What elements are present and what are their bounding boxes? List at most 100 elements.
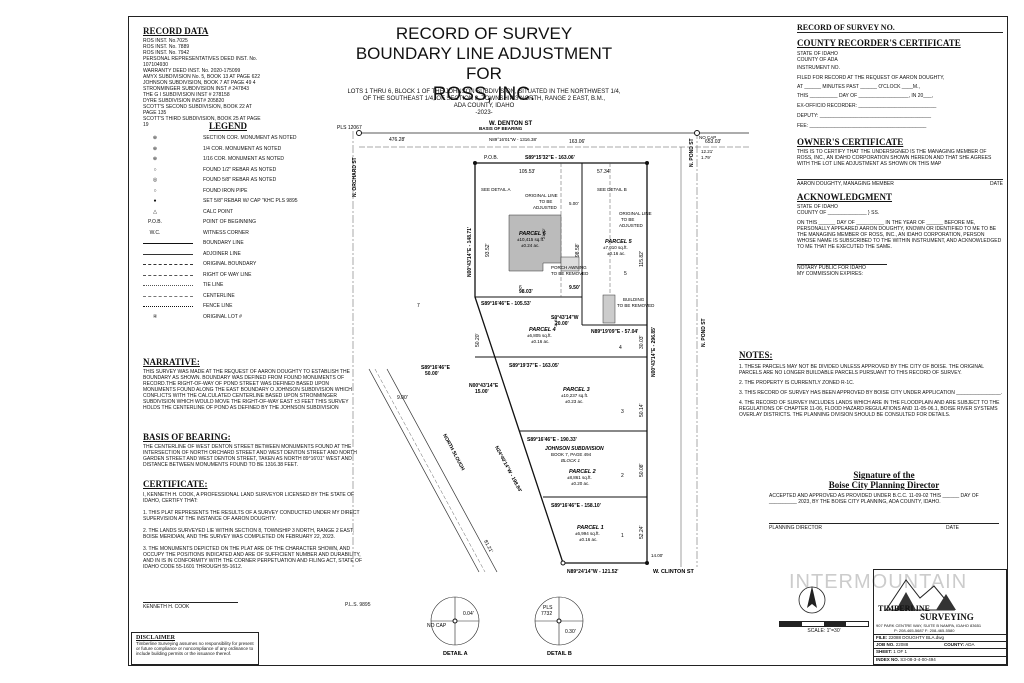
lot-7: 7: [417, 303, 420, 309]
porch-awning: [560, 256, 580, 272]
narrative-heading: NARRATIVE:: [143, 357, 200, 367]
ne-monument: [645, 161, 649, 165]
timberline-logo: [885, 579, 956, 611]
job-label: JOB NO.: [876, 642, 895, 647]
record-data-item: SCOTT'S THIRD SUBDIVISION, BOOK 25 AT PA…: [143, 116, 261, 128]
company-name-2: SURVEYING: [920, 612, 974, 622]
sheet-row: SHEET: 1 OF 1: [874, 648, 1006, 654]
details-drawing: NO CAP 0.04' DETAIL A PLS 7732 0.30' DET…: [427, 596, 584, 657]
adjusted-label: ADJUSTED: [533, 205, 558, 210]
parcel2-top-bearing: S89°16'46"E - 190.33': [527, 437, 577, 443]
legend-label: TIE LINE: [203, 282, 224, 288]
clinton-street-label: W. CLINTON ST: [653, 569, 694, 575]
certificate-intro: I, KENNETH H. COOK, A PROFESSIONAL LAND …: [143, 492, 355, 504]
top-bearing: S89°15'32"E - 163.06': [525, 155, 575, 161]
legend-symbol: ○: [153, 187, 157, 194]
legend-label: 1/16 COR. MONUMENT AS NOTED: [203, 156, 285, 162]
parcel1-area: ±6,994 sq.ft.: [575, 531, 600, 536]
west-bearing: N00°43'14"E - 148.71': [467, 227, 473, 277]
index-row: INDEX NO. S3-08-3-4-00-494: [874, 656, 1006, 662]
company-phone: P: 208-465-5687 F: 208-465-5580: [894, 628, 955, 633]
d900: 9.00': [397, 395, 408, 401]
legend-row: △CALC POINT: [143, 209, 343, 216]
d5224: 52.24': [639, 525, 645, 539]
record-data-item: DYRE SUBDIVISION INST# 205820: [143, 98, 225, 104]
title-line-2: BOUNDARY LINE ADJUSTMENT FOR: [355, 44, 613, 83]
subtitle-line-3: ADA COUNTY, IDAHO: [453, 103, 515, 109]
legend-label: FOUND IRON PIPE: [203, 187, 248, 194]
basis-block: BASIS OF BEARING: THE CENTERLINE OF WEST…: [143, 432, 363, 468]
narrative-block: NARRATIVE: THIS SURVEY WAS MADE AT THE R…: [143, 357, 363, 411]
legend-symbol: ⊕: [152, 135, 158, 141]
detail-a-monument: [452, 618, 458, 624]
legend-label: WITNESS CORNER: [203, 229, 249, 236]
ack-heading: ACKNOWLEDGMENT: [797, 192, 893, 202]
watermark: INTERMOUNTAIN: [789, 571, 968, 593]
record-data-item: ROS INST. No. 7889: [143, 44, 190, 50]
recorder-minutes: AT ______ MINUTES PAST ______ O'CLOCK __…: [797, 84, 920, 90]
file-label: FILE:: [876, 635, 888, 640]
index-value: S3-08-3-4-00-494: [900, 657, 936, 662]
d950: 9.50': [569, 285, 580, 291]
parcel3-area: ±10,237 sq.ft.: [561, 393, 588, 398]
d5734: 57.34': [597, 169, 611, 175]
sheet-label: SHEET:: [876, 649, 893, 654]
d9803: 98.03': [519, 289, 533, 295]
d10553: 105.53': [519, 169, 535, 175]
note-item: 3. THIS RECORD OF SURVEY HAS BEEN APPROV…: [739, 390, 1003, 396]
d2172: 21.72': [541, 228, 546, 239]
east-bearing: N00°43'14"E - 296.85': [651, 327, 657, 377]
legend-symbol: [143, 285, 193, 286]
record-data-item: SCOTT'S SECOND SUBDIVISION, BOOK 22 AT P…: [143, 104, 252, 116]
dist-mid: 163.06': [569, 139, 585, 145]
planning-director-label: PLANNING DIRECTOR: [769, 525, 822, 531]
scale-bar: SCALE: 1"=30': [779, 621, 869, 634]
record-data-item: STRONMINGER SUBDIVISION INST # 247843: [143, 86, 250, 92]
legend-row: ○ FOUND IRON PIPE: [143, 188, 343, 195]
sheet-value: 1 OF 1: [893, 649, 908, 654]
parcel1-acres: ±0.16 ac.: [579, 537, 597, 542]
pond-denton-monument: [694, 130, 700, 136]
certificate-item-2: 2. THE LANDS SURVEYED LIE WITHIN SECTION…: [143, 528, 354, 540]
detail-a-label: DETAIL A: [443, 651, 468, 657]
title-block: RECORD OF SURVEY BOUNDARY LINE ADJUSTMEN…: [349, 24, 619, 106]
legend-symbol: [143, 295, 193, 297]
house-footprint: [508, 214, 562, 272]
right-column: RECORD OF SURVEY NO. COUNTY RECORDER'S C…: [797, 23, 1003, 277]
d8598: 98.58': [575, 243, 581, 257]
pls-label: PLS 12067: [337, 125, 362, 131]
recorder-instrument: INSTRUMENT NO.: [797, 65, 840, 71]
legend-row: ADJOINER LINE: [143, 251, 343, 258]
lot-5: 5: [624, 271, 627, 277]
planning-heading-2: Boise City Planning Director: [828, 480, 940, 490]
scale-label: SCALE: 1"=30': [807, 628, 841, 634]
parcel2-label: PARCEL 2: [569, 469, 596, 475]
to-be-label-2: TO BE: [621, 217, 634, 222]
d1185: 11.85': [553, 316, 558, 327]
commission-label: MY COMMISSION EXPIRES:: [797, 271, 864, 277]
parcel4-acres: ±0.16 ac.: [531, 339, 549, 344]
record-data-item: AMYX SUBDIVISION No. 5, BOOK 13 AT PAGE …: [143, 74, 260, 80]
to-be-label: TO BE: [539, 199, 552, 204]
d5000: 50.00': [425, 371, 439, 377]
porch-label-2: TO BE REMOVED: [551, 271, 589, 276]
job-row: JOB NO. 22088 COUNTY: ADA: [874, 641, 1006, 647]
d2000: 20.00': [555, 321, 569, 327]
legend-label: FOUND 1/2" REBAR AS NOTED: [203, 166, 277, 173]
ack-text: ON THIS ______ DAY OF __________ IN THE …: [797, 220, 1002, 250]
notes-list: 1. THESE PARCELS MAY NOT BE DIVIDED UNLE…: [739, 364, 1005, 418]
recorder-exofficio: EX-OFFICIO RECORDER: ___________________…: [797, 103, 937, 109]
parcel3-top-bearing: S89°19'37"E - 163.05': [509, 363, 559, 369]
detail-b-monument: [556, 618, 562, 624]
planning-block: Signature of the Boise City Planning Dir…: [769, 470, 999, 534]
legend-row: BOUNDARY LINE: [143, 240, 343, 247]
north-arrow-icon: [798, 586, 826, 614]
recorder-heading: COUNTY RECORDER'S CERTIFICATE: [797, 38, 961, 48]
dist-left: 476.28': [389, 137, 405, 143]
legend-label: ORIGINAL LOT #: [203, 313, 242, 320]
legend-row: ●SET 5/8" REBAR W/ CAP "KHC PLS 9895: [143, 198, 343, 205]
d3003: 30.03': [639, 335, 645, 349]
legend-symbol: [143, 274, 193, 276]
slough-line-1: [368, 368, 480, 573]
